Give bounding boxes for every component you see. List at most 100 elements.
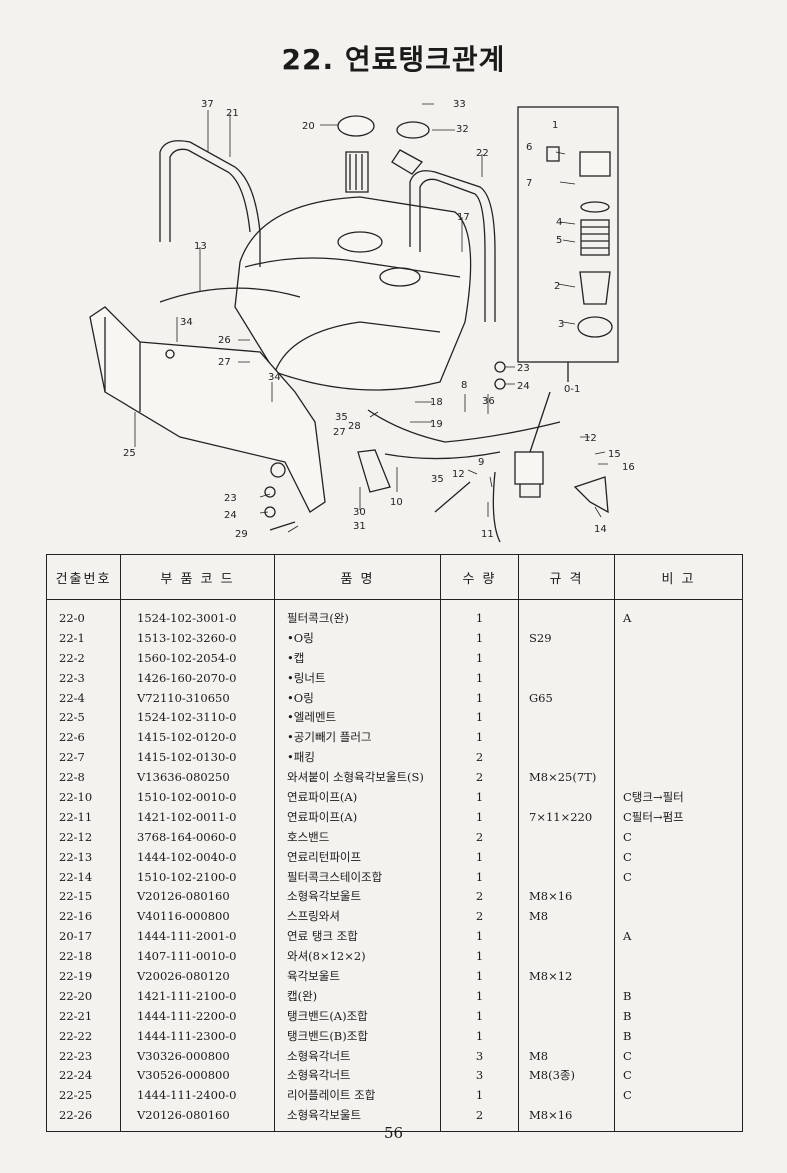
remark-cell <box>614 647 743 668</box>
part-name-cell: 스프링와셔 <box>274 906 441 927</box>
callout-label: 3 <box>558 319 564 330</box>
callout-label: 5 <box>556 235 562 246</box>
header-quantity: 수 량 <box>440 554 519 600</box>
callout-label: 33 <box>453 99 466 110</box>
spec-cell: M8(3종) <box>518 1065 615 1086</box>
part-number-cell: 22-20 <box>46 985 121 1006</box>
part-number-cell: 22-0 <box>46 599 121 628</box>
part-number-cell: 22-2 <box>46 647 121 668</box>
part-code-cell: V40116-000800 <box>120 906 275 927</box>
part-code-cell: 1415-102-0120-0 <box>120 727 275 748</box>
spec-cell <box>518 1025 615 1046</box>
part-code-cell: 1407-111-0010-0 <box>120 946 275 967</box>
quantity-cell: 1 <box>440 627 519 648</box>
part-name-cell: •O링 <box>274 627 441 648</box>
part-code-cell: 1444-111-2300-0 <box>120 1025 275 1046</box>
part-number-cell: 22-3 <box>46 667 121 688</box>
callout-label: 10 <box>390 497 403 508</box>
spec-cell <box>518 599 615 628</box>
part-code-cell: V20126-080160 <box>120 886 275 907</box>
remark-cell: C <box>614 846 743 867</box>
part-code-cell: 3768-164-0060-0 <box>120 826 275 847</box>
part-name-cell: 리어플레이트 조합 <box>274 1085 441 1106</box>
spec-cell <box>518 707 615 728</box>
remark-cell <box>614 707 743 728</box>
quantity-cell: 2 <box>440 767 519 788</box>
part-number-cell: 22-16 <box>46 906 121 927</box>
callout-label: 16 <box>622 462 635 473</box>
callout-label: 2 <box>554 281 560 292</box>
callout-label: 30 <box>353 507 366 518</box>
callout-label: 1 <box>552 120 558 131</box>
quantity-cell: 1 <box>440 707 519 728</box>
callout-label: 0-1 <box>564 384 580 395</box>
callout-label: 15 <box>608 449 621 460</box>
remark-cell <box>614 906 743 927</box>
part-number-cell: 22-13 <box>46 846 121 867</box>
part-name-cell: 필터콕크(완) <box>274 599 441 628</box>
callout-label: 23 <box>517 363 530 374</box>
spec-cell: M8 <box>518 1045 615 1066</box>
part-name-cell: 소형육각보울트 <box>274 1105 441 1133</box>
callout-label: 28 <box>348 421 361 432</box>
spec-cell <box>518 747 615 768</box>
part-name-cell: 소형육각너트 <box>274 1045 441 1066</box>
part-number-cell: 20-17 <box>46 926 121 947</box>
part-number-cell: 22-21 <box>46 1005 121 1026</box>
part-code-cell: 1444-102-0040-0 <box>120 846 275 867</box>
callout-label: 31 <box>353 521 366 532</box>
part-code-cell: 1444-111-2001-0 <box>120 926 275 947</box>
spec-cell: M8×25(7T) <box>518 767 615 788</box>
callout-label: 23 <box>224 493 237 504</box>
remark-cell <box>614 627 743 648</box>
part-number-cell: 22-24 <box>46 1065 121 1086</box>
callout-label: 6 <box>526 142 532 153</box>
header-specification: 규 격 <box>518 554 615 600</box>
part-name-cell: 소형육각너트 <box>274 1065 441 1086</box>
quantity-cell: 1 <box>440 787 519 807</box>
callout-label: 37 <box>201 99 214 110</box>
callout-label: 18 <box>430 397 443 408</box>
part-number-cell: 22-23 <box>46 1045 121 1066</box>
part-code-cell: 1426-160-2070-0 <box>120 667 275 688</box>
spec-cell: M8 <box>518 906 615 927</box>
spec-cell: M8×16 <box>518 886 615 907</box>
spec-cell <box>518 985 615 1006</box>
remark-cell: C <box>614 826 743 847</box>
callout-label: 20 <box>302 121 315 132</box>
exploded-parts-diagram: 37 21 20 33 32 22 17 13 34 26 27 34 25 3… <box>89 99 635 543</box>
part-number-cell: 22-1 <box>46 627 121 648</box>
part-number-cell: 22-8 <box>46 767 121 788</box>
remark-cell <box>614 687 743 708</box>
spec-cell: G65 <box>518 687 615 708</box>
part-number-cell: 22-5 <box>46 707 121 728</box>
remark-cell <box>614 767 743 788</box>
remark-cell: C필터→펌프 <box>614 806 743 827</box>
quantity-cell: 2 <box>440 906 519 927</box>
callout-label: 27 <box>333 427 346 438</box>
callout-label: 32 <box>456 124 469 135</box>
quantity-cell: 1 <box>440 667 519 688</box>
quantity-cell: 1 <box>440 1025 519 1046</box>
quantity-cell: 1 <box>440 727 519 748</box>
quantity-cell: 3 <box>440 1065 519 1086</box>
spec-cell <box>518 1005 615 1026</box>
remark-cell: B <box>614 1005 743 1026</box>
remark-cell <box>614 886 743 907</box>
